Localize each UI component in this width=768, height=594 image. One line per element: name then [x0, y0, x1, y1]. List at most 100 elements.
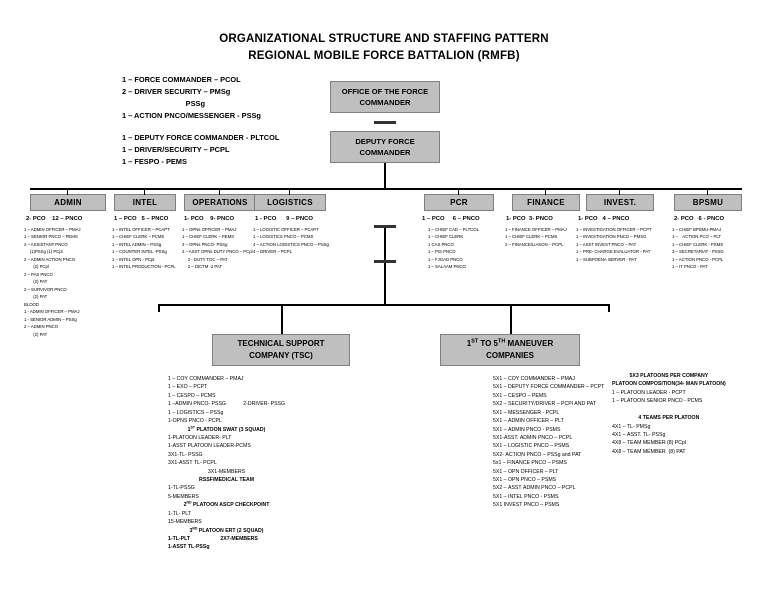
- dept-body-intel: 1 – INTEL OFFICER – PCAPT 1 – CHIEF CLER…: [112, 227, 176, 270]
- list-item: 5X1 – ADMIN PNCO - PSMS: [493, 426, 561, 433]
- deputy-commander-staffing-note: 1 – DEPUTY FORCE COMMANDER - PLTCOL 1 – …: [122, 133, 280, 166]
- list-item: 5X1 – ADMIN OFFICER – PLT: [493, 418, 564, 425]
- force-commander-staffing-note: 1 – FORCE COMMANDER – PCOL 2 – DRIVER SE…: [122, 75, 261, 120]
- list-item: 5X1 INVEST PNCO – PSMS: [493, 502, 560, 509]
- list-item: 1-OPNS PNCO - PCPL: [168, 418, 222, 425]
- connector-tsc-riser: [281, 306, 283, 334]
- connector-lower-bus-right-drop: [608, 304, 610, 312]
- dept-box-intel[interactable]: INTEL: [114, 194, 176, 211]
- office-of-the-force-commander-box[interactable]: OFFICE OF THE FORCE COMMANDER: [330, 81, 440, 113]
- list-item: 5X1 – CESPO – PEMS: [493, 392, 547, 399]
- list-item: 15-MEMBERS: [168, 519, 202, 526]
- connector-lower-bus-left-drop: [158, 304, 160, 312]
- list-item: [612, 406, 726, 414]
- list-item: 1 – PLATOON LEADER - PCPT: [612, 389, 686, 396]
- tsc-box-line1: TECHNICAL SUPPORT: [237, 339, 325, 349]
- list-item: 3X1-ASST TL- PCPL: [168, 460, 217, 467]
- dept-body-invest: 1 – INVESTIGATION OFFICER – PCPT 1 – INV…: [576, 227, 652, 262]
- dept-box-operations[interactable]: OPERATIONS: [184, 194, 256, 211]
- maneuver-box-line1: 1ST TO 5TH MANEUVER: [466, 338, 554, 349]
- tick-admin: [67, 188, 69, 195]
- list-item: 1-PLATOON LEADER- PLT: [168, 434, 232, 441]
- dept-label-finance: FINANCE: [527, 198, 565, 207]
- dept-box-finance[interactable]: FINANCE: [512, 194, 580, 211]
- dept-label-intel: INTEL: [132, 198, 158, 207]
- tsc-box-line2: COMPANY (TSC): [249, 351, 313, 360]
- list-item: 1-ASST PLATOON LEADER-PCMS: [168, 443, 251, 450]
- list-item: 5X2- ACTION PNCO – PSSg and PAT: [493, 451, 582, 458]
- list-item: 5X1-ASST. ADMIN PNCO – PCPL: [493, 434, 573, 441]
- list-item: 1ST PLATOON SWAT (3 SQUAD): [187, 424, 266, 433]
- dept-head-operations: 1- PCO 9- PNCO: [184, 216, 235, 222]
- connector-office-to-deputy: [374, 121, 396, 124]
- connector-maneuver-riser: [510, 306, 512, 334]
- dept-label-operations: OPERATIONS: [192, 198, 248, 207]
- list-item: 1 – CESPO – PCMS: [168, 392, 216, 399]
- list-item: 2ND PLATOON ASCP CHECKPOINT: [183, 500, 270, 509]
- dept-head-finance: 1- PCO 3- PNCO: [506, 216, 553, 222]
- dept-box-invest[interactable]: INVEST.: [586, 194, 654, 211]
- maneuver-box-line2: COMPANIES: [486, 351, 534, 360]
- list-item: 5X1 – OPN OFFICER – PLT: [493, 468, 559, 475]
- dept-head-invest: 1- PCO 4 – PNCO: [578, 216, 630, 222]
- list-item: PLATOON COMPOSITION(34- MAN PLATOON): [612, 381, 726, 388]
- maneuver-companies-box[interactable]: 1ST TO 5TH MANEUVER COMPANIES: [440, 334, 580, 366]
- connector-spine-tick-lower: [374, 260, 396, 263]
- list-item: 5-MEMBERS: [168, 493, 199, 500]
- dept-label-invest: INVEST.: [603, 198, 637, 207]
- list-item: 1-TL-PSSG: [168, 485, 195, 492]
- office-box-line2: COMMANDER: [359, 98, 411, 107]
- list-item: 4X1 – TL- PMSg: [612, 423, 651, 430]
- connector-main-bus: [30, 188, 742, 190]
- tick-invest: [619, 188, 621, 195]
- dept-body-admin: 1 – ADMIN OFFICER – PMAJ 1 – SENIOR PNCO…: [24, 227, 81, 337]
- list-item: 5X1 – LOGISTIC PNCO – PSMS: [493, 443, 570, 450]
- list-item: 5X2 – ASST ADMIN PNCO – PCPL: [493, 485, 576, 492]
- page-title-line1: ORGANIZATIONAL STRUCTURE AND STAFFING PA…: [219, 33, 549, 45]
- deputy-force-commander-box[interactable]: DEPUTY FORCE COMMANDER: [330, 131, 440, 163]
- list-item: 5X1 – INTEL PNCO - PSMS: [493, 493, 559, 500]
- connector-deputy-down: [384, 163, 386, 189]
- list-item: 1 – PLATOON SENIOR PNCO - PCMS: [612, 398, 703, 405]
- list-item: 1 –ADMIN PNCO- PSSG 2-DRIVER- PSSG: [168, 401, 286, 408]
- deputy-box-line1: DEPUTY FORCE: [355, 137, 415, 146]
- list-item: 5X1 – OPN PNCO – PSMS: [493, 477, 557, 484]
- connector-spine-to-lower-bus: [384, 263, 386, 305]
- dept-head-intel: 1 – PCO 5 – PNCO: [114, 216, 169, 222]
- dept-body-finance: 1 – FINANCE OFFICER – PMAJ 1 – CHIEF CLE…: [505, 227, 567, 247]
- dept-label-pcr: PCR: [450, 198, 468, 207]
- tick-intel: [144, 188, 146, 195]
- list-item: 4 TEAMS PER PLATOON: [638, 415, 700, 422]
- dept-label-admin: ADMIN: [54, 198, 82, 207]
- dept-head-pcr: 1 – PCO 6 – PNCO: [422, 216, 480, 222]
- dept-head-admin: 2- PCO 12 – PNCO: [26, 216, 83, 222]
- connector-spine-tick-upper: [374, 225, 396, 228]
- list-item: RSSF/MEDICAL TEAM: [198, 477, 255, 484]
- dept-body-logistics: 1 – LOGISTIC OFFICER – PCAPT 1 – LOGISTI…: [253, 227, 329, 255]
- tick-logistics: [289, 188, 291, 195]
- list-item: 3X1-MEMBERS: [207, 468, 246, 475]
- list-item: 4X1 – ASST. TL- PSSg: [612, 431, 666, 438]
- dept-body-pcr: 1 – CHIEF CAD – PLTCOL 1 – CHIEF CLERK 1…: [428, 227, 479, 270]
- list-item: 3RD PLATOON ERT (2 SQUAD): [189, 525, 264, 534]
- dept-box-bpsmu[interactable]: BPSMU: [674, 194, 742, 211]
- dept-box-admin[interactable]: ADMIN: [30, 194, 106, 211]
- dept-box-pcr[interactable]: PCR: [424, 194, 494, 211]
- technical-support-company-box[interactable]: TECHNICAL SUPPORT COMPANY (TSC): [212, 334, 350, 366]
- dept-body-operations: 1 – OPNs OFFICER – PMAJ 1 – CHIEF CLERK …: [182, 227, 253, 270]
- list-item: 5X1 – COY COMMANDER – PMAJ: [493, 376, 575, 382]
- list-item: 5x1 – FINANCE PNCO – PSMS: [493, 460, 567, 467]
- dept-box-logistics[interactable]: LOGISTICS: [254, 194, 326, 211]
- connector-spine-vertical: [384, 228, 386, 260]
- dept-head-bpsmu: 2- PCO 6 - PNCO: [674, 216, 725, 222]
- dept-label-bpsmu: BPSMU: [692, 198, 724, 207]
- list-item: 1-TL-PLT 2X7-MEMBERS: [168, 536, 258, 543]
- list-item: 1 – LOGISTICS – PSSg: [168, 409, 224, 416]
- dept-body-bpsmu: 1 – CHIEF BPSMU-PMAJ 1 – ACTION PCO – PL…: [672, 227, 724, 270]
- list-item: 5X2 – SECURITY/DRIVER – PCPl AND PAT: [493, 401, 597, 408]
- deputy-box-line2: COMMANDER: [359, 148, 411, 157]
